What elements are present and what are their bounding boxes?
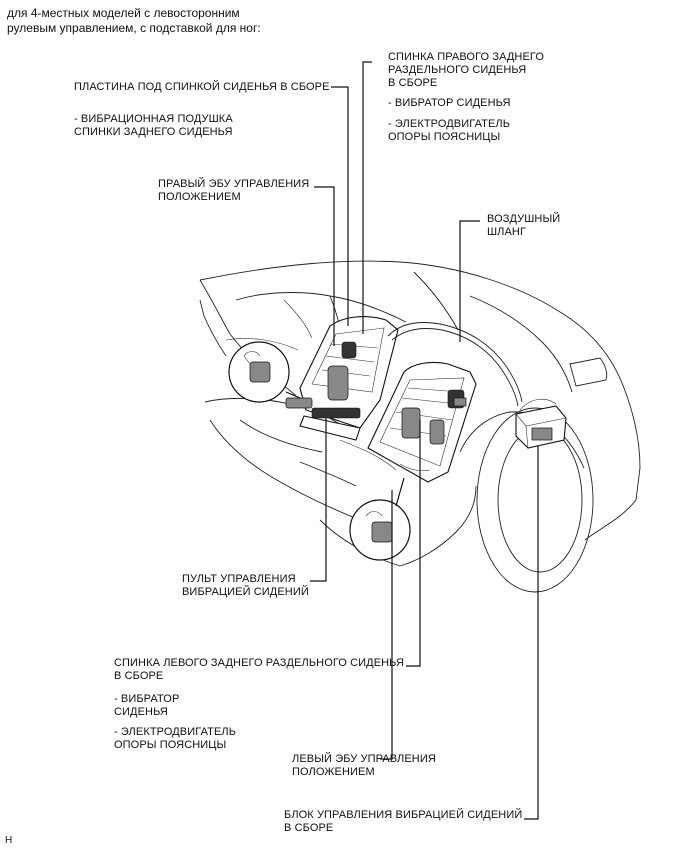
label-vibration-panel: ПУЛЬТ УПРАВЛЕНИЯ ВИБРАЦИЕЙ СИДЕНИЙ [182, 573, 309, 598]
left-seatback-frame [367, 361, 477, 483]
label-left-lumbar-motor: - ЭЛЕКТРОДВИГАТЕЛЬ ОПОРЫ ПОЯСНИЦЫ [114, 726, 237, 751]
label-left-ecu: ЛЕВЫЙ ЭБУ УПРАВЛЕНИЯ ПОЛОЖЕНИЕМ [292, 753, 436, 778]
label-left-seatback: СПИНКА ЛЕВОГО ЗАДНЕГО РАЗДЕЛЬНОГО СИДЕНЬ… [114, 657, 405, 682]
label-right-ecu: ПРАВЫЙ ЭБУ УПРАВЛЕНИЯ ПОЛОЖЕНИЕМ [158, 178, 310, 203]
label-vibration-control-block: БЛОК УПРАВЛЕНИЯ ВИБРАЦИЕЙ СИДЕНИЙ В СБОР… [284, 809, 523, 834]
vibration-control-block [515, 398, 567, 449]
figure-code: H [5, 835, 13, 846]
label-right-seatback: СПИНКА ПРАВОГО ЗАДНЕГО РАЗДЕЛЬНОГО СИДЕН… [388, 51, 544, 89]
diagram-header: для 4-местных моделей с левосторонним ру… [7, 6, 261, 35]
label-seatback-plate: ПЛАСТИНА ПОД СПИНКОЙ СИДЕНЬЯ В СБОРЕ [74, 81, 330, 93]
label-right-lumbar-motor: - ЭЛЕКТРОДВИГАТЕЛЬ ОПОРЫ ПОЯСНИЦЫ [388, 118, 511, 143]
air-hose [387, 322, 523, 407]
leader-lines [310, 61, 539, 820]
connector-detail-right [349, 477, 411, 561]
right-seatback-frame [285, 316, 399, 441]
label-vibration-cushion: - ВИБРАЦИОННАЯ ПОДУШКА СПИНКИ ЗАДНЕГО СИ… [74, 113, 233, 138]
connector-detail-left [228, 341, 301, 403]
label-air-hose: ВОЗДУШНЫЙ ШЛАНГ [487, 213, 561, 238]
label-right-vibrator: - ВИБРАТОР СИДЕНЬЯ [388, 97, 511, 109]
label-left-vibrator: - ВИБРАТОР СИДЕНЬЯ [114, 693, 180, 718]
